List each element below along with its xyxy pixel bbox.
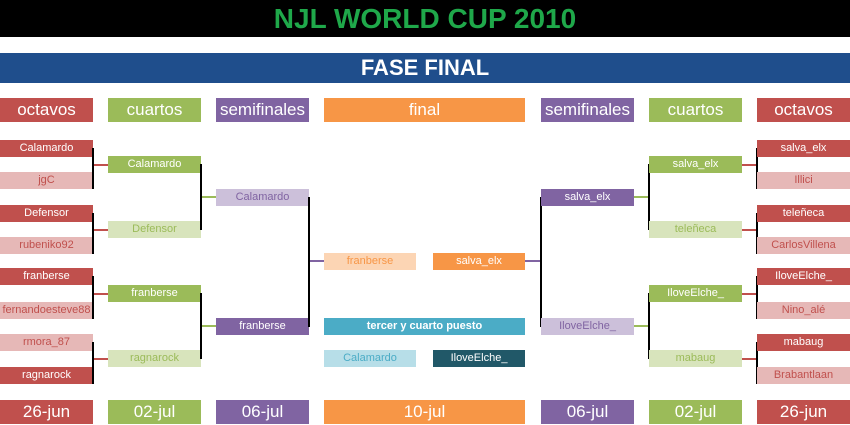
bracket-line bbox=[756, 213, 758, 254]
bracket-line bbox=[92, 213, 94, 254]
bracket-line bbox=[525, 260, 540, 262]
right-cuartos-team: salva_elx bbox=[649, 156, 742, 173]
right-octavos-team: Illici bbox=[757, 172, 850, 189]
bracket-line bbox=[634, 325, 648, 327]
left-octavos-team: Calamardo bbox=[0, 140, 93, 157]
header-octavos-left: octavos bbox=[0, 98, 93, 122]
third-place-right-team: IloveElche_ bbox=[433, 350, 525, 367]
bracket-line bbox=[94, 358, 108, 360]
right-semifinal-team: IloveElche_ bbox=[541, 318, 634, 335]
date-octavos-right: 26-jun bbox=[757, 400, 850, 424]
third-place-left-team: Calamardo bbox=[324, 350, 416, 367]
date-semifinales-left: 06-jul bbox=[216, 400, 309, 424]
bracket-line bbox=[742, 229, 756, 231]
bracket-line bbox=[742, 164, 756, 166]
page-title: NJL WORLD CUP 2010 bbox=[0, 0, 850, 37]
date-semifinales-right: 06-jul bbox=[541, 400, 634, 424]
right-octavos-team: teleñeca bbox=[757, 205, 850, 222]
date-final: 10-jul bbox=[324, 400, 525, 424]
bracket-line bbox=[634, 196, 648, 198]
left-octavos-team: rubeniko92 bbox=[0, 237, 93, 254]
bracket-line bbox=[648, 293, 650, 359]
bracket-line bbox=[742, 358, 756, 360]
bracket-line bbox=[202, 325, 216, 327]
bracket-line bbox=[756, 342, 758, 384]
right-cuartos-team: mabaug bbox=[649, 350, 742, 367]
bracket-line bbox=[94, 164, 108, 166]
date-cuartos-right: 02-jul bbox=[649, 400, 742, 424]
left-octavos-team: fernandoesteve88 bbox=[0, 302, 93, 319]
header-cuartos-right: cuartos bbox=[649, 98, 742, 122]
bracket-line bbox=[200, 293, 202, 359]
bracket-line bbox=[310, 260, 324, 262]
phase-banner: FASE FINAL bbox=[0, 53, 850, 83]
right-octavos-team: IloveElche_ bbox=[757, 268, 850, 285]
left-semifinal-team: Calamardo bbox=[216, 189, 309, 206]
left-octavos-team: franberse bbox=[0, 268, 93, 285]
left-octavos-team: jgC bbox=[0, 172, 93, 189]
left-cuartos-team: Calamardo bbox=[108, 156, 201, 173]
left-octavos-team: rmora_87 bbox=[0, 334, 93, 351]
header-semifinales-left: semifinales bbox=[216, 98, 309, 122]
bracket-line bbox=[756, 148, 758, 189]
right-octavos-team: Nino_alé bbox=[757, 302, 850, 319]
left-octavos-team: Defensor bbox=[0, 205, 93, 222]
header-cuartos-left: cuartos bbox=[108, 98, 201, 122]
right-octavos-team: salva_elx bbox=[757, 140, 850, 157]
bracket-line bbox=[308, 197, 310, 327]
bracket-line bbox=[742, 293, 756, 295]
header-octavos-right: octavos bbox=[757, 98, 850, 122]
bracket-line bbox=[756, 276, 758, 319]
bracket-line bbox=[92, 148, 94, 189]
left-cuartos-team: ragnarock bbox=[108, 350, 201, 367]
left-semifinal-team: franberse bbox=[216, 318, 309, 335]
bracket-line bbox=[92, 342, 94, 384]
right-cuartos-team: IloveElche_ bbox=[649, 285, 742, 302]
final-left-team: franberse bbox=[324, 253, 416, 270]
left-cuartos-team: franberse bbox=[108, 285, 201, 302]
right-octavos-team: mabaug bbox=[757, 334, 850, 351]
date-cuartos-left: 02-jul bbox=[108, 400, 201, 424]
bracket-line bbox=[200, 164, 202, 230]
right-octavos-team: CarlosVillena bbox=[757, 237, 850, 254]
final-right-team: salva_elx bbox=[433, 253, 525, 270]
bracket-line bbox=[540, 197, 542, 327]
bracket-line bbox=[202, 196, 216, 198]
bracket-line bbox=[648, 164, 650, 230]
left-cuartos-team: Defensor bbox=[108, 221, 201, 238]
right-cuartos-team: teleñeca bbox=[649, 221, 742, 238]
header-semifinales-right: semifinales bbox=[541, 98, 634, 122]
header-final: final bbox=[324, 98, 525, 122]
right-semifinal-team: salva_elx bbox=[541, 189, 634, 206]
bracket-line bbox=[94, 229, 108, 231]
right-octavos-team: Brabantlaan bbox=[757, 367, 850, 384]
date-octavos-left: 26-jun bbox=[0, 400, 93, 424]
third-place-label: tercer y cuarto puesto bbox=[324, 318, 525, 335]
bracket-line bbox=[94, 293, 108, 295]
bracket-line bbox=[92, 276, 94, 319]
left-octavos-team: ragnarock bbox=[0, 367, 93, 384]
